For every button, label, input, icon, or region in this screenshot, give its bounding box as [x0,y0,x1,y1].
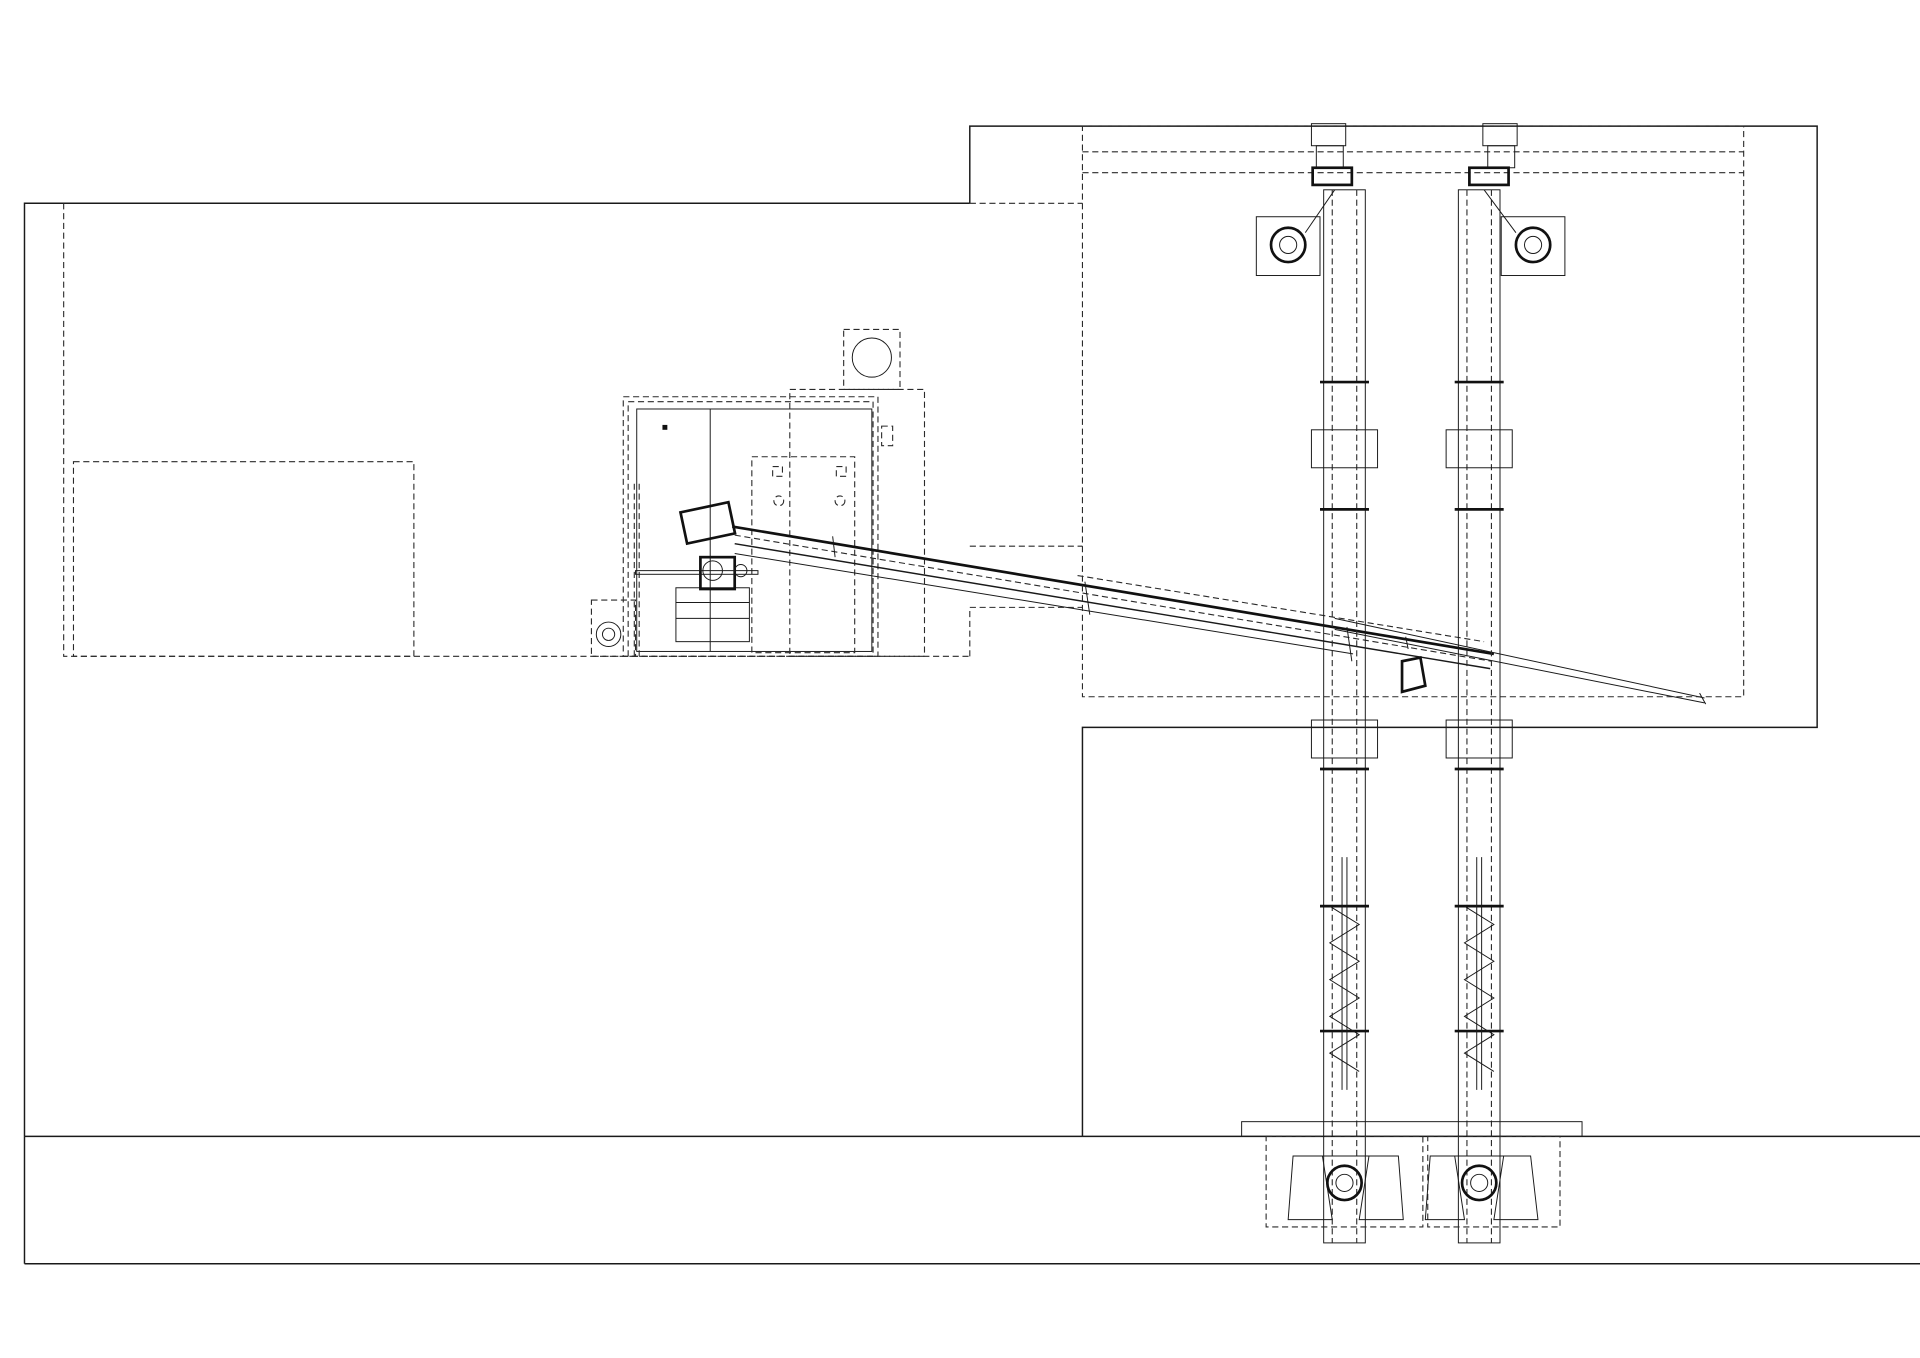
silo-left [1255,123,1379,1244]
inclined-conveyor [678,500,1707,705]
silo-right [1445,123,1566,1244]
pit-right [1424,1135,1561,1228]
right-building [969,125,1818,1137]
left-hidden-volume [63,202,1083,657]
left-building [23,202,970,1264]
boiler-unit [590,328,926,657]
pit-left [1265,1135,1424,1228]
ground-slab [24,1121,1920,1265]
